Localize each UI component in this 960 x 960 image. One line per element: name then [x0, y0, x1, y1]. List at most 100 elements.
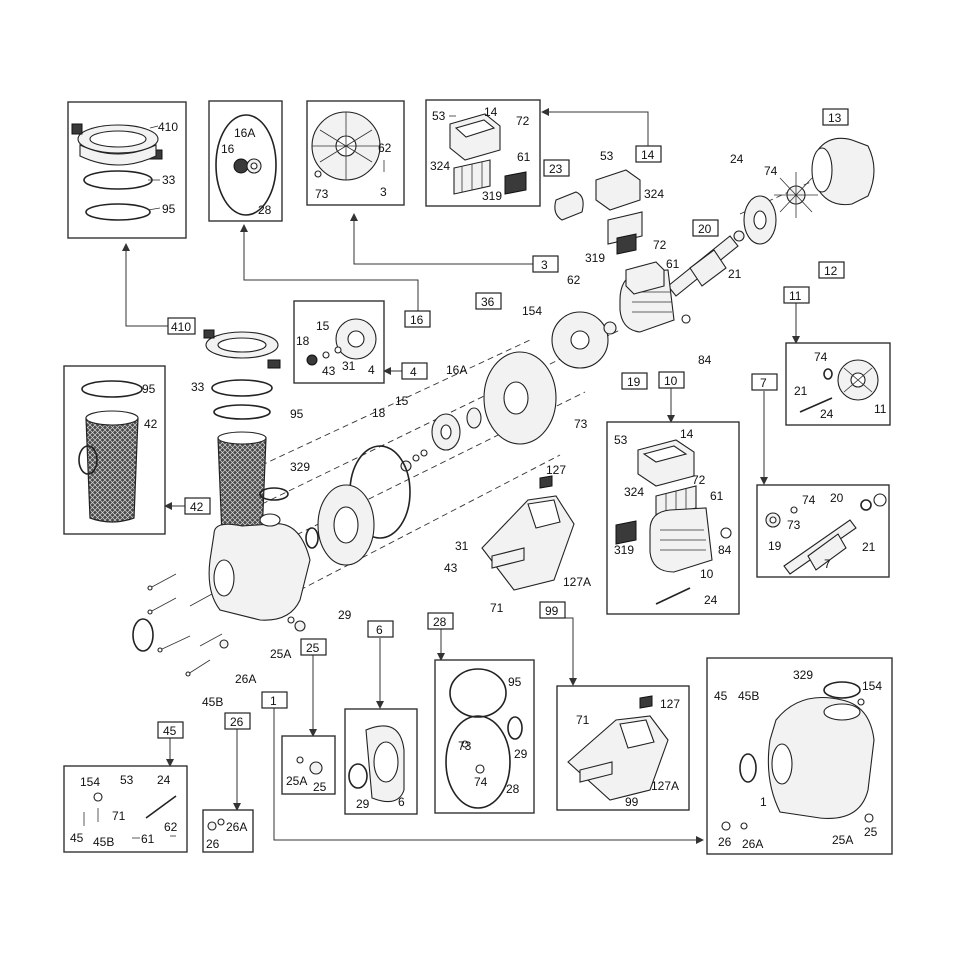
label-73-kit: 73 — [458, 739, 472, 753]
main-label-16a: 16A — [446, 363, 467, 377]
label-28: 28 — [506, 782, 520, 796]
box-42: 95 42 — [63, 365, 166, 535]
label-14-motor: 14 — [680, 427, 694, 441]
box-25: 25A 25 — [281, 735, 336, 795]
tag-12: 12 — [824, 264, 838, 278]
tag-11: 11 — [789, 289, 802, 303]
label-45-kit: 45 — [70, 831, 84, 845]
label-95-strainer: 95 — [142, 382, 156, 396]
tag-19: 19 — [627, 375, 641, 389]
tag-6: 6 — [376, 623, 383, 637]
main-labels: 24 74 53 324 319 72 61 21 62 154 84 73 1… — [191, 149, 778, 709]
label-43: 43 — [322, 364, 336, 378]
tag-16: 16 — [410, 313, 424, 327]
box-10: 53 14 324 72 61 319 84 10 24 — [606, 421, 740, 615]
label-324-motor: 324 — [624, 485, 644, 499]
label-26a-kit: 26A — [226, 820, 247, 834]
main-label-24: 24 — [730, 152, 744, 166]
tag-36: 36 — [481, 295, 495, 309]
main-label-84: 84 — [698, 353, 712, 367]
main-label-73: 73 — [574, 417, 588, 431]
label-29-diffuser: 29 — [356, 797, 370, 811]
label-319: 319 — [482, 189, 502, 203]
main-label-61: 61 — [666, 257, 680, 271]
label-95-kit: 95 — [508, 675, 522, 689]
label-33: 33 — [162, 173, 176, 187]
box-1: 329 45 45B 154 1 26 26A 25A 25 — [706, 657, 893, 855]
label-84: 84 — [718, 543, 732, 557]
label-28: 28 — [258, 203, 272, 217]
label-53: 53 — [432, 109, 446, 123]
tag-4: 4 — [410, 365, 417, 379]
box-410: 410 33 95 — [67, 101, 187, 239]
label-319-motor: 319 — [614, 543, 634, 557]
main-label-74: 74 — [764, 164, 778, 178]
box-11: 74 21 24 11 — [785, 342, 891, 426]
box-45: 154 53 24 71 45 45B 61 62 — [63, 765, 188, 853]
main-label-72: 72 — [653, 238, 667, 252]
label-24-kit: 24 — [157, 773, 171, 787]
main-label-31: 31 — [455, 539, 469, 553]
tag-410: 410 — [171, 320, 191, 334]
label-72-motor: 72 — [692, 473, 706, 487]
label-127a-base: 127A — [651, 779, 679, 793]
main-label-95: 95 — [290, 407, 304, 421]
main-label-43: 43 — [444, 561, 458, 575]
label-61-motor: 61 — [710, 489, 724, 503]
label-95: 95 — [162, 202, 176, 216]
main-label-154: 154 — [522, 304, 542, 318]
label-25a-kit: 25A — [286, 774, 307, 788]
label-16a: 16A — [234, 126, 255, 140]
label-71-kit: 71 — [112, 809, 126, 823]
main-label-15: 15 — [395, 394, 409, 408]
main-label-329: 329 — [290, 460, 310, 474]
label-18: 18 — [296, 334, 310, 348]
label-73: 73 — [315, 187, 329, 201]
tag-23: 23 — [549, 162, 563, 176]
tag-1: 1 — [270, 694, 277, 708]
label-10: 10 — [700, 567, 714, 581]
label-329-volute: 329 — [793, 668, 813, 682]
main-label-324: 324 — [644, 187, 664, 201]
label-74-kit: 74 — [474, 775, 488, 789]
label-61-kit: 61 — [141, 832, 155, 846]
label-26-kit: 26 — [206, 837, 220, 851]
main-tags: 13 23 14 20 11 12 3 19 10 7 36 16 4 410 … — [157, 108, 849, 739]
label-16: 16 — [221, 142, 235, 156]
tag-42: 42 — [190, 500, 204, 514]
main-label-21: 21 — [728, 267, 742, 281]
label-71-base: 71 — [576, 713, 590, 727]
label-3: 3 — [380, 185, 387, 199]
label-53-kit: 53 — [120, 773, 134, 787]
main-label-127: 127 — [546, 463, 566, 477]
main-label-29: 29 — [338, 608, 352, 622]
tag-13: 13 — [828, 111, 842, 125]
box-26: 26A 26 — [202, 809, 254, 853]
label-62: 62 — [378, 141, 392, 155]
label-7-rotor: 7 — [824, 557, 831, 571]
box-7: 74 20 19 73 21 7 — [756, 484, 890, 578]
label-73-rotor: 73 — [787, 518, 801, 532]
label-45-volute: 45 — [714, 689, 728, 703]
main-assembly — [132, 137, 875, 677]
label-45b-volute: 45B — [738, 689, 759, 703]
main-label-25a: 25A — [270, 647, 291, 661]
tag-26: 26 — [230, 715, 244, 729]
main-label-319: 319 — [585, 251, 605, 265]
tag-25: 25 — [306, 641, 320, 655]
box-6: 29 6 — [344, 708, 418, 815]
tag-45: 45 — [163, 724, 177, 738]
label-1-volute: 1 — [760, 795, 767, 809]
label-19-rotor: 19 — [768, 539, 782, 553]
tag-3: 3 — [541, 258, 548, 272]
label-24-motor: 24 — [704, 593, 718, 607]
main-label-18: 18 — [372, 406, 386, 420]
tag-7: 7 — [760, 376, 767, 390]
label-29-kit: 29 — [514, 747, 528, 761]
label-62-kit: 62 — [164, 820, 178, 834]
label-72: 72 — [516, 114, 530, 128]
label-74-rotor: 74 — [802, 493, 816, 507]
tag-10: 10 — [664, 374, 678, 388]
label-42: 42 — [144, 417, 158, 431]
label-20-rotor: 20 — [830, 491, 844, 505]
